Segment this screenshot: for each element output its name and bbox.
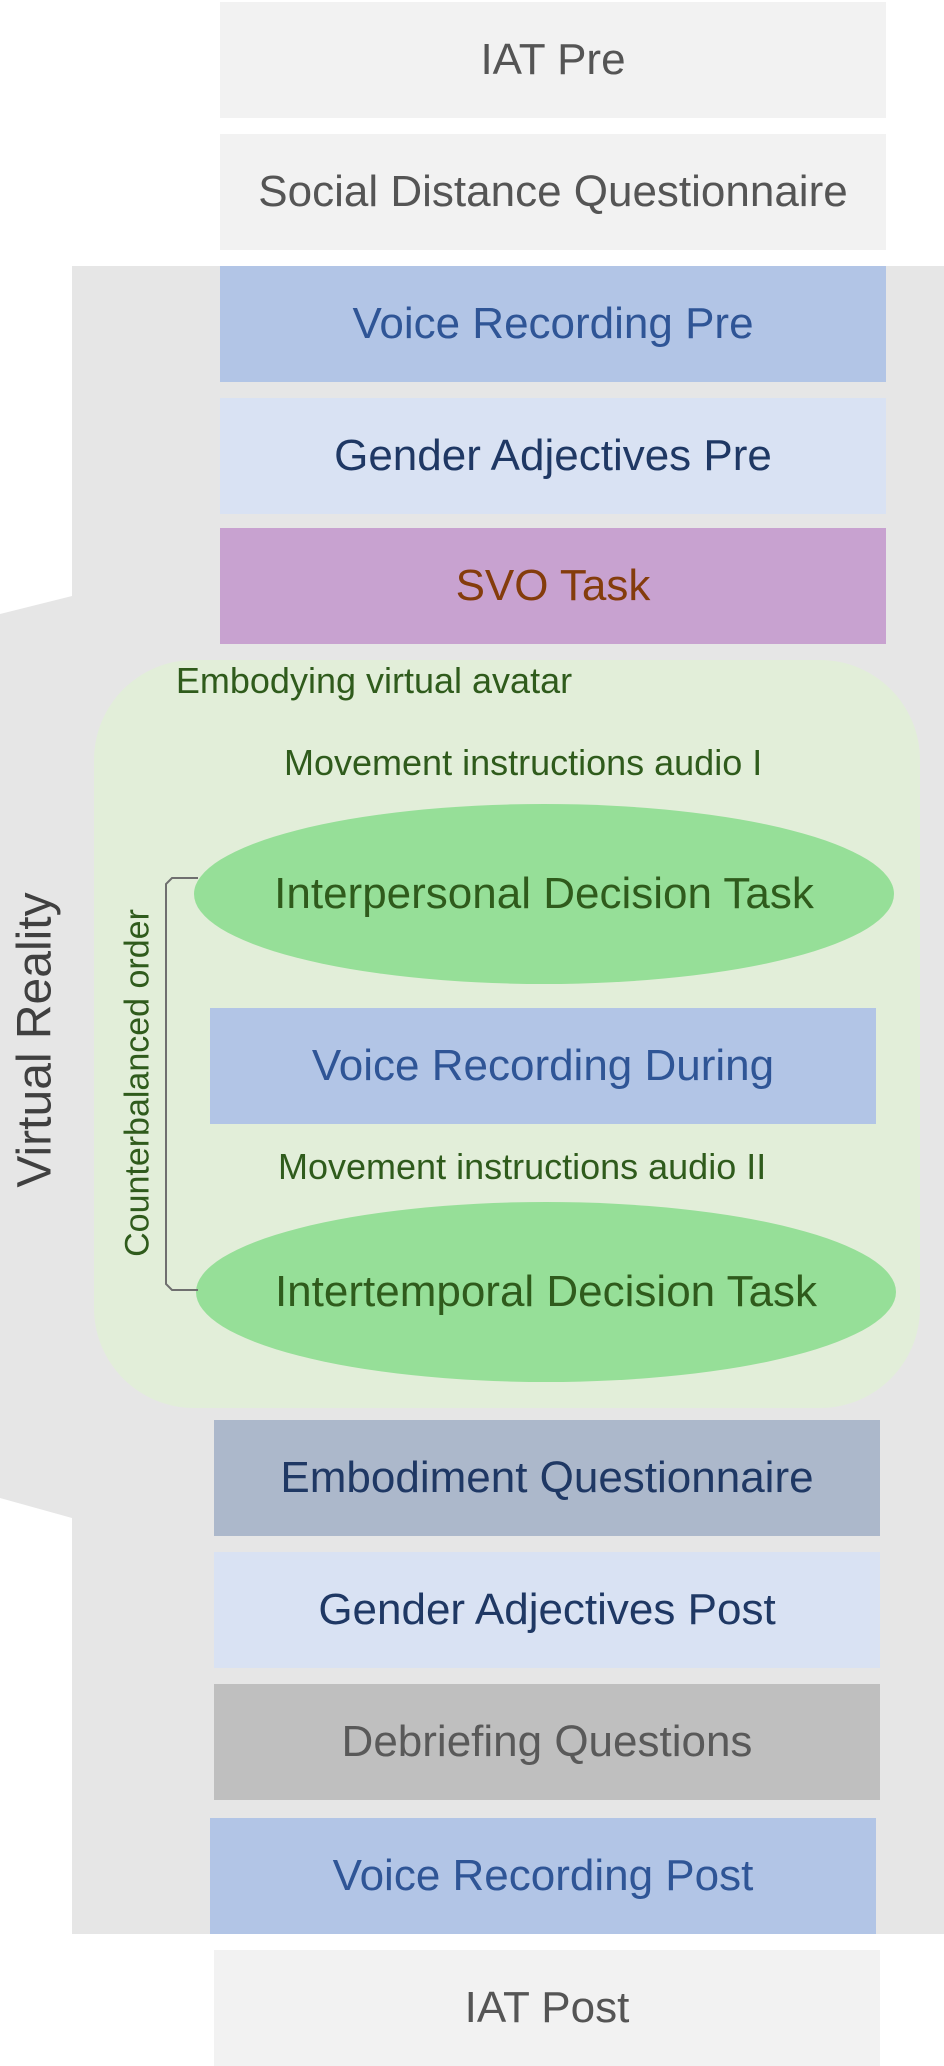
- svo-task-box: SVO Task: [220, 528, 886, 644]
- voice-recording-during-box: Voice Recording During: [210, 1008, 876, 1124]
- debriefing-questions-box: Debriefing Questions: [214, 1684, 880, 1800]
- embodiment-questionnaire-box: Embodiment Questionnaire: [214, 1420, 880, 1536]
- iat-pre-box: IAT Pre: [220, 2, 886, 118]
- movement-audio-1-label: Movement instructions audio I: [284, 742, 763, 783]
- gender-adjectives-post-box: Gender Adjectives Post: [214, 1552, 880, 1668]
- movement-audio-2-label: Movement instructions audio II: [278, 1146, 767, 1187]
- voice-recording-post-box: Voice Recording Post: [210, 1818, 876, 1934]
- intertemporal-decision-task: Intertemporal Decision Task: [196, 1202, 896, 1382]
- counterbalanced-label: Counterbalanced order: [118, 909, 157, 1257]
- voice-recording-pre-box: Voice Recording Pre: [220, 266, 886, 382]
- social-distance-box: Social Distance Questionnaire: [220, 134, 886, 250]
- embody-avatar-label: Embodying virtual avatar: [175, 660, 573, 701]
- gender-adjectives-pre-box: Gender Adjectives Pre: [220, 398, 886, 514]
- iat-post-box: IAT Post: [214, 1950, 880, 2066]
- interpersonal-decision-task: Interpersonal Decision Task: [194, 804, 894, 984]
